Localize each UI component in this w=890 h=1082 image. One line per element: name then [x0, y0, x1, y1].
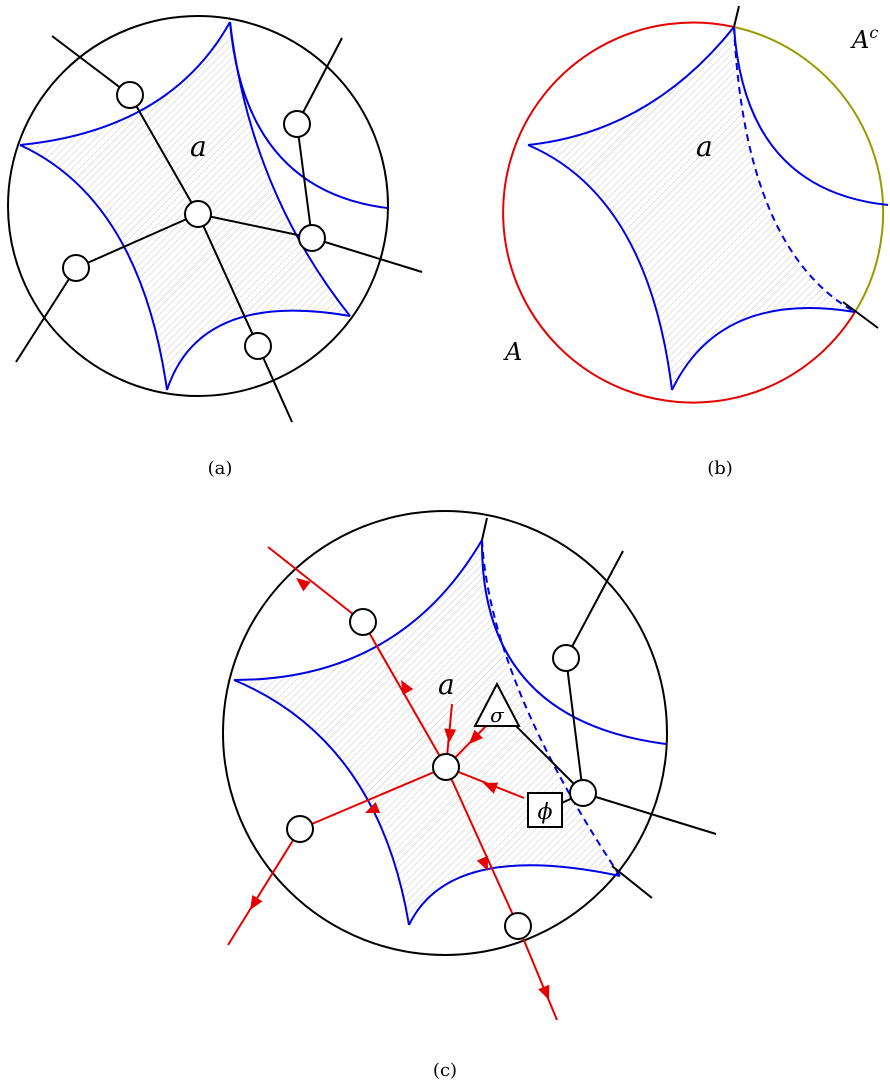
tensor-node: [298, 224, 326, 252]
tensor-node: [116, 81, 144, 109]
network-edge: [75, 213, 199, 269]
tensor-node-central: [432, 753, 460, 781]
geodesic-bottom: [408, 864, 621, 926]
flow-edge: [517, 925, 558, 1021]
geodesic-dashed: [481, 539, 621, 877]
boundary-region-Ac: [733, 26, 885, 313]
geodesic-top-left: [527, 26, 735, 146]
tensor-node: [286, 815, 314, 843]
region-label-a: a: [696, 130, 713, 163]
caption-b: (b): [707, 458, 733, 479]
tensor-node: [569, 779, 597, 807]
flow-arrow: [538, 984, 550, 1000]
flow-arrow: [250, 894, 263, 910]
tensor-node-central: [184, 200, 212, 228]
network-edge: [197, 213, 259, 347]
network-edge: [565, 550, 624, 659]
geodesic-dashed: [733, 26, 856, 313]
network-edge: [51, 35, 131, 96]
tensor-node: [62, 254, 90, 282]
geodesic-top-left: [233, 539, 483, 681]
flow-arrow: [483, 782, 499, 794]
network-edge: [311, 237, 423, 273]
cut-line-top: [733, 5, 740, 28]
flow-edge: [267, 546, 364, 623]
tensor-node: [349, 608, 377, 636]
geodesic-outer-right: [229, 21, 388, 209]
geodesic-outer-right: [733, 26, 889, 206]
caption-a: (a): [208, 458, 233, 479]
flow-edge: [445, 766, 519, 927]
region-label-a: a: [190, 130, 207, 163]
network-edge: [565, 657, 584, 794]
tensor-node: [504, 912, 532, 940]
panel-a: a (a): [7, 15, 423, 479]
sigma-label: σ: [490, 703, 505, 727]
tensor-node: [552, 644, 580, 672]
phi-label: ϕ: [538, 800, 553, 825]
network-edge: [296, 37, 343, 125]
flow-arrow: [296, 578, 311, 592]
cut-line-top: [481, 517, 488, 541]
boundary-circle: [222, 510, 668, 956]
boundary-circle: [7, 15, 389, 397]
network-edge: [197, 213, 313, 239]
boundary-label-A: A: [503, 338, 522, 366]
panel-b: a A Ac (b): [502, 5, 889, 479]
flow-edge: [227, 828, 301, 946]
flow-arrow: [401, 680, 414, 696]
central-region-shading: [20, 22, 350, 390]
flow-arrow: [469, 729, 484, 744]
central-region-shading: [528, 27, 855, 390]
flow-arrow: [444, 728, 457, 743]
boundary-label-Ac: Ac: [850, 23, 878, 54]
geodesic-outer-right: [480, 539, 667, 745]
network-edge: [296, 123, 313, 239]
geodesic-left: [527, 144, 673, 391]
boundary-region-A: [502, 21, 856, 404]
caption-c: (c): [433, 1060, 457, 1081]
tensor-node: [283, 110, 311, 138]
cut-line-bottom: [611, 865, 653, 899]
sigma-triangle: [473, 681, 521, 727]
network-edge: [15, 267, 77, 363]
cut-line-bottom: [842, 301, 879, 329]
flow-edge: [362, 621, 447, 768]
panel-c: σ ϕ a (c): [222, 510, 717, 1081]
phi-square: [527, 792, 563, 828]
network-edge: [129, 94, 199, 215]
flow-arrow: [476, 855, 488, 871]
region-label-a: a: [438, 668, 455, 701]
geodesic-left: [19, 144, 168, 391]
network-edge: [582, 792, 717, 835]
flow-edge: [299, 766, 447, 830]
tensor-node: [244, 332, 272, 360]
geodesic-top-left: [19, 21, 231, 146]
flow-arrow: [365, 802, 381, 814]
geodesic-left: [233, 679, 410, 926]
geodesic-bottom: [166, 309, 351, 391]
geodesic-bottom: [671, 307, 856, 391]
